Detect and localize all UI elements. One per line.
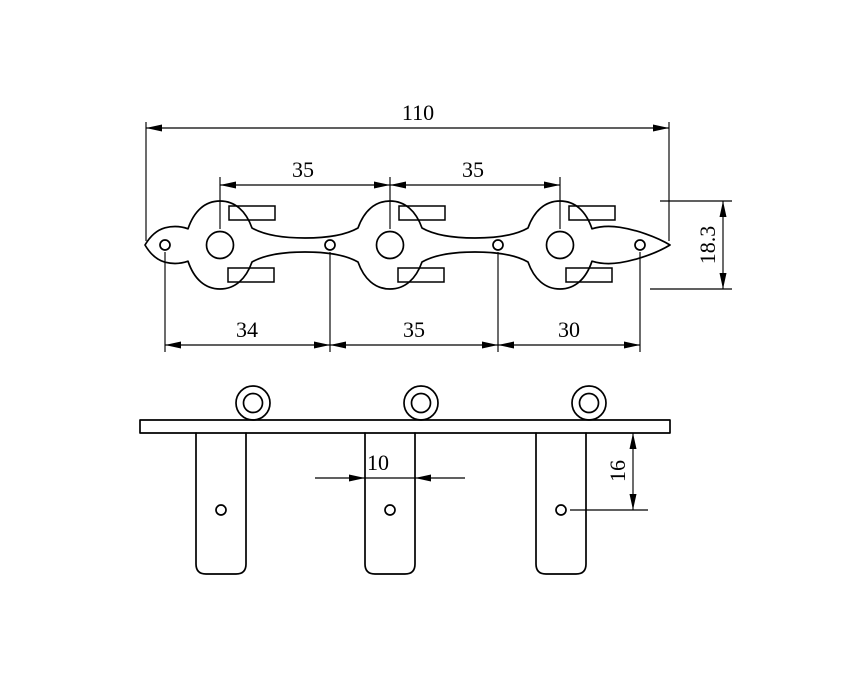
top-view-dimensions: 110 35 35 18.3 34 35 30: [145, 100, 732, 352]
gear-slot-top-2: [398, 205, 446, 221]
arrowhead: [629, 494, 637, 510]
post-hole-2: [375, 230, 405, 260]
dim-bottom-pitch-right-label: 30: [558, 317, 580, 342]
dim-bottom-pitch-left-label: 34: [236, 317, 258, 342]
post-3: [535, 432, 587, 575]
gear-slot-bottom-2: [397, 267, 445, 283]
arrowhead: [330, 341, 346, 349]
arrowhead: [374, 181, 390, 189]
arrowhead: [220, 181, 236, 189]
arrowhead: [719, 273, 727, 289]
side-view-dimensions: 10 16: [315, 433, 648, 511]
bushing-3-outer: [571, 385, 607, 421]
bushing-1-outer: [235, 385, 271, 421]
bushing-3-inner: [578, 392, 600, 414]
dim-top-pitch-left-label: 35: [292, 157, 314, 182]
arrowhead: [390, 181, 406, 189]
post-hole-3: [545, 230, 575, 260]
arrowhead: [544, 181, 560, 189]
screw-hole-end-left: [159, 239, 171, 251]
post-2: [364, 432, 416, 575]
arrowhead: [482, 341, 498, 349]
bushing-2-inner: [410, 392, 432, 414]
gear-slot-top-1: [228, 205, 276, 221]
post-hole-side-2: [384, 504, 396, 516]
plate-edge-bar: [139, 419, 671, 434]
dim-overall-length-label: 110: [402, 100, 434, 125]
arrowhead: [653, 124, 669, 132]
arrowhead: [624, 341, 640, 349]
bushing-2-outer: [403, 385, 439, 421]
gear-slot-bottom-1: [227, 267, 275, 283]
arrowhead: [146, 124, 162, 132]
bushing-1-inner: [242, 392, 264, 414]
side-view: [139, 385, 671, 575]
arrowhead: [629, 433, 637, 449]
post-hole-side-1: [215, 504, 227, 516]
dim-bottom-pitch-middle-label: 35: [403, 317, 425, 342]
arrowhead: [349, 474, 365, 482]
plate-outline: [144, 200, 671, 290]
gear-slot-bottom-3: [565, 267, 613, 283]
post-1: [195, 432, 247, 575]
top-view: [144, 200, 671, 290]
dim-post-hole-offset-label: 16: [605, 460, 630, 482]
arrowhead: [719, 201, 727, 217]
dim-post-width-label: 10: [367, 450, 389, 475]
dim-top-pitch-right-label: 35: [462, 157, 484, 182]
arrowhead: [415, 474, 431, 482]
screw-hole-end-right: [634, 239, 646, 251]
post-hole-side-3: [555, 504, 567, 516]
gear-slot-top-3: [568, 205, 616, 221]
arrowhead: [498, 341, 514, 349]
post-hole-1: [205, 230, 235, 260]
screw-hole-mid-2: [492, 239, 504, 251]
arrowhead: [314, 341, 330, 349]
screw-hole-mid-1: [324, 239, 336, 251]
dim-plate-height-label: 18.3: [695, 226, 720, 265]
arrowhead: [165, 341, 181, 349]
